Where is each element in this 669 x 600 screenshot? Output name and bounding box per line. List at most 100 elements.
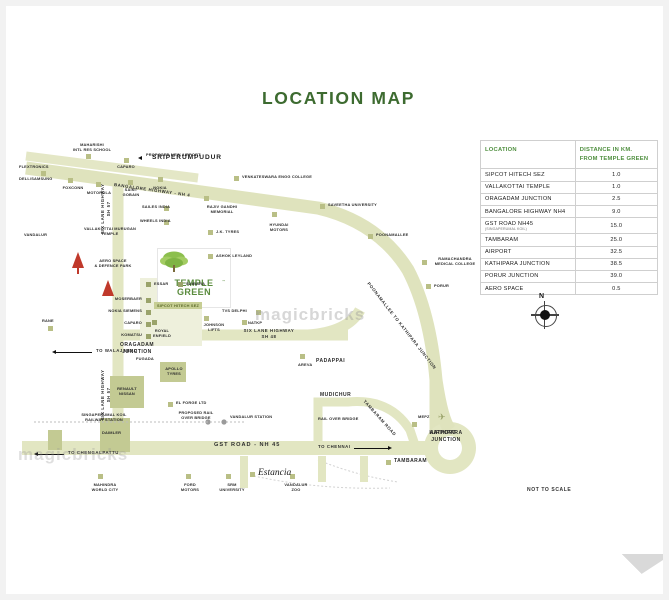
marker-saibara — [178, 282, 183, 287]
label-daimler: DAIMLER — [102, 430, 122, 435]
road-tambaram — [313, 397, 421, 450]
marker-vandalur-zoo — [290, 474, 295, 479]
marker-nokia — [158, 177, 163, 182]
label-vandalur-left: VANDALUR — [24, 232, 48, 237]
page-title: LOCATION MAP — [262, 88, 416, 108]
marker-jk-tyres — [208, 230, 213, 235]
label-sriperumpudur: SRIPERUMPUDUR — [152, 154, 222, 161]
corner-fold-mask — [605, 554, 663, 594]
marker-maharishi — [86, 154, 91, 159]
marker-srm — [226, 474, 231, 479]
vallakottai-temple-pole — [77, 266, 79, 274]
label-mudichur: MUDICHUR — [320, 392, 352, 398]
road-sh48-curve — [307, 307, 365, 341]
label-essar: ESSAR — [154, 281, 169, 286]
table-cell-distance: 15.0 — [574, 217, 659, 235]
chengalpattu-arrow-head — [34, 451, 38, 456]
label-proposed-new-airport: PROPOSED NEW AIRPORT — [146, 152, 201, 157]
label-porur: PORUR — [434, 283, 450, 288]
daimler-block — [100, 418, 130, 452]
new-airport-arrow-head — [138, 156, 142, 160]
label-areva: AREVA — [298, 362, 313, 367]
label-rane: RANE — [42, 318, 54, 323]
marker-tvs-delphi — [256, 310, 261, 315]
road-poonamallee-kathipara — [429, 379, 456, 435]
label-nokia-siemens: NOKIA SIEMENS — [108, 308, 142, 313]
apollo-tyres-block — [160, 362, 186, 382]
chengalpattu-arrow-line — [38, 454, 64, 455]
left-block — [48, 430, 62, 450]
label-fugada: FUGADA — [136, 356, 154, 361]
logo-line1: TEMPLE — [174, 278, 214, 288]
aerospace-temple-icon — [102, 280, 114, 296]
table-cell-distance: 0.5 — [574, 282, 659, 296]
marker-sailes-india — [164, 206, 169, 211]
distance-table: LOCATION DISTANCE IN KM. FROM TEMPLE GRE… — [480, 139, 659, 296]
vallakottai-temple-icon — [72, 252, 84, 268]
compass-center-dot — [540, 310, 550, 320]
label-tambaram: TAMBARAM — [394, 458, 428, 464]
frame-edge-left — [0, 0, 6, 600]
frame-edge-right — [663, 0, 669, 600]
road-upper-feeder — [25, 151, 199, 183]
compass-rose-icon: N — [528, 293, 562, 339]
marker-poonamallee — [368, 234, 373, 239]
marker-wheels-india — [164, 220, 169, 225]
logo-line2: GREEN — [176, 287, 211, 297]
walajabad-arrow-head — [52, 349, 56, 354]
label-saveetha: SAVEETHA UNIVERSITY — [328, 202, 377, 207]
marker-ashok-leyland — [208, 254, 213, 259]
label-to-chennai: TO CHENNAI — [318, 444, 351, 449]
label-caparo-top: CAPARO — [117, 164, 135, 169]
label-poonamallee: POONAMALLEE — [376, 232, 409, 237]
label-natkp: NATKP — [248, 320, 263, 325]
map-canvas: TEMPLE GREEN ™ — [18, 130, 478, 510]
table-header-location: LOCATION — [480, 139, 576, 170]
not-to-scale-note: NOT TO SCALE — [527, 487, 572, 493]
renault-nissan-block — [110, 376, 144, 408]
railway-line-right2 — [253, 475, 391, 489]
label-sailes-india: SAILES INDIA — [142, 204, 171, 209]
marker-foxconn — [68, 178, 73, 183]
marker-komatsu — [146, 334, 151, 339]
table-cell-distance: 1.0 — [574, 168, 659, 182]
compass-north-label: N — [539, 293, 545, 300]
table-cell-location: VALLAKOTTAI TEMPLE — [480, 180, 576, 194]
label-to-chengalpattu: TO CHENGALPATTU — [68, 450, 120, 455]
marker-hyundai — [272, 212, 277, 217]
table-cell-distance: 2.5 — [574, 192, 659, 206]
table-cell-location: KATHIPARA JUNCTION — [480, 257, 576, 271]
table-cell-location: BANGALORE HIGHWAY NH4 — [480, 204, 576, 219]
table-cell-location: ORAGADAM JUNCTION — [480, 192, 576, 206]
label-foxconn: FOXCONN — [62, 185, 84, 190]
table-cell-location: TAMBARAM — [480, 233, 576, 247]
marker-porur — [426, 284, 431, 289]
marker-rajiv-gandhi — [204, 196, 209, 201]
watermark-text-2: magicbricks — [18, 445, 129, 464]
table-cell-distance: 25.0 — [574, 233, 659, 247]
label-dell-samsung: DELL/SAMSUNG — [19, 176, 53, 181]
tree-icon — [160, 251, 188, 272]
table-cell-location: SIPCOT HITECH SEZ — [480, 168, 576, 182]
label-el-forge: EL FORGE LTD — [176, 400, 207, 405]
bottom-strip-c — [360, 456, 368, 482]
marker-caparo-top — [124, 158, 129, 163]
